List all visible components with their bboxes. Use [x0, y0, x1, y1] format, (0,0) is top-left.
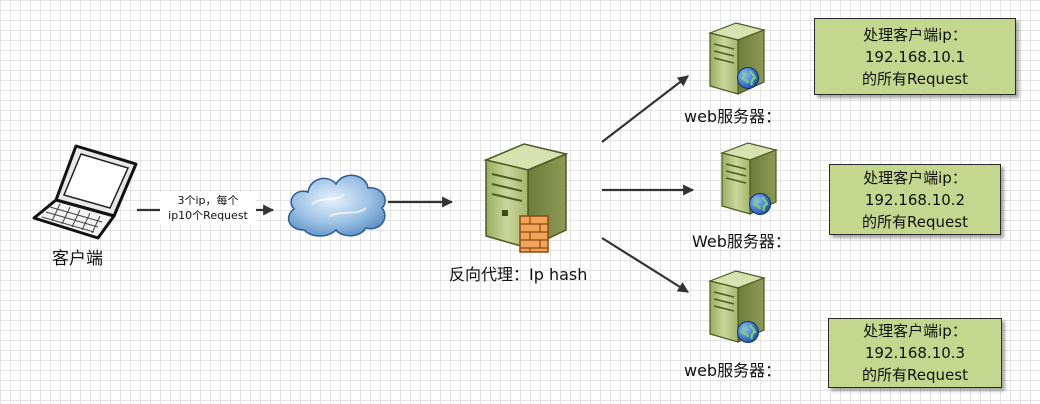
- server-label-3: web服务器：: [684, 361, 782, 380]
- note-1-line1: 处理客户端ip：: [863, 25, 967, 44]
- note-2-line3: 的所有Request: [862, 212, 968, 231]
- server-icon: [708, 22, 766, 95]
- edge-label-line2: ip10个Request: [168, 209, 248, 222]
- note-3-line1: 处理客户端ip：: [863, 322, 967, 340]
- arrow-proxy-to-server-3: [601, 237, 689, 293]
- note-1-line3: 的所有Request: [862, 69, 968, 88]
- note-3-line3: 的所有Request: [862, 366, 968, 384]
- note-server-3: 处理客户端ip： 192.168.10.3 的所有Request: [828, 318, 1002, 388]
- globe-icon: [737, 321, 759, 343]
- cloud-icon: [287, 174, 386, 237]
- edge-label-line1: 3个ip，每个: [177, 194, 239, 207]
- server-icon: [483, 143, 569, 250]
- firewall-icon: [519, 215, 549, 253]
- server-label-2: Web服务器：: [692, 232, 791, 251]
- note-2-line1: 处理客户端ip：: [863, 168, 967, 187]
- note-2-line2: 192.168.10.2: [864, 190, 966, 209]
- note-server-1: 处理客户端ip： 192.168.10.1 的所有Request: [814, 18, 1016, 95]
- globe-icon: [737, 67, 759, 89]
- globe-icon: [749, 193, 771, 215]
- proxy-label: 反向代理：Ip hash: [449, 265, 588, 284]
- server-label-1: web服务器：: [684, 107, 782, 126]
- note-server-2: 处理客户端ip： 192.168.10.2 的所有Request: [829, 164, 1001, 235]
- client-label: 客户端: [52, 249, 103, 269]
- edge-label: 3个ip，每个 ip10个Request: [160, 192, 256, 224]
- arrow-proxy-to-server-1: [601, 75, 689, 143]
- note-3-line2: 192.168.10.3: [864, 344, 966, 362]
- note-1-line2: 192.168.10.1: [864, 47, 966, 66]
- laptop-icon: [32, 144, 138, 240]
